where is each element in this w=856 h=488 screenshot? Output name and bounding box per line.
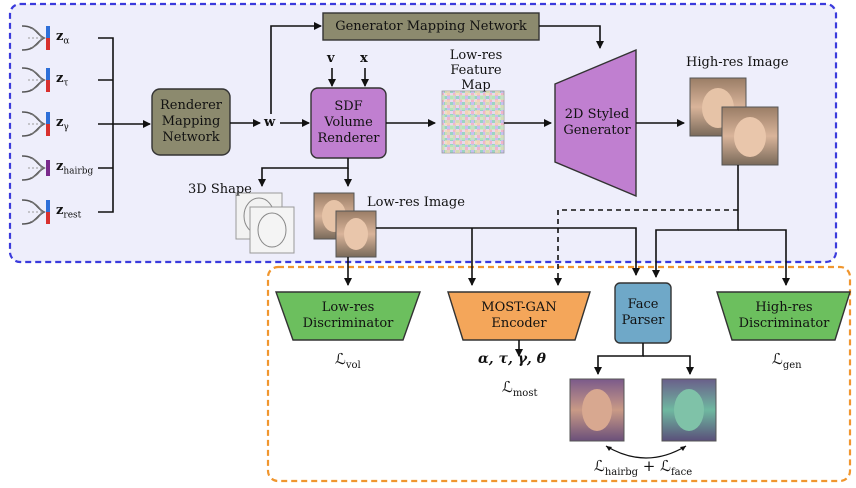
latent-label: zα [56,29,70,47]
loss-vol: ℒvol [335,350,361,372]
latent-label: zτ [56,71,69,89]
latent-distribution-icon [21,25,50,51]
feature-map-label: Low-res Feature Map [449,48,503,93]
v-label: v [327,51,335,66]
w-label: w [264,115,276,130]
low-res-discriminator-shape [275,291,421,341]
3d-shape-label: 3D Shape [188,182,252,197]
latent-distribution-icon [21,111,50,137]
high-res-discriminator-shape [716,291,851,341]
styled-generator-shape [554,48,637,198]
high-res-image-label: High-res Image [686,55,789,70]
latent-label: zhairbg [56,159,94,177]
x-label: x [360,51,368,66]
latent-bracket [98,37,114,213]
consistency-arc [605,445,687,459]
latent-distribution-icon [21,67,50,93]
loss-gen: ℒgen [772,350,802,372]
encoder-label: MOST-GAN Encoder [481,300,557,331]
face-parser-label: Face Parser [621,297,665,328]
latent-distribution-icon [21,155,50,181]
renderer-mapping-network-label: Renderer Mapping Network [160,98,222,145]
low-res-image-label: Low-res Image [367,195,465,210]
loss-most: ℒmost [502,378,538,400]
loss-hairbg-face: ℒhairbg + ℒface [594,457,693,479]
encoder-params: α, τ, γ, θ [478,351,547,367]
high-res-discriminator-label: High-res Discriminator [738,300,830,331]
renderer-mapping-network-box [151,88,231,156]
styled-generator-label: 2D Styled Generator [563,107,631,138]
low-res-discriminator-label: Low-res Discriminator [302,300,394,331]
generator-mapping-network-label: Generator Mapping Network [335,18,527,34]
latent-label: zrest [56,203,82,221]
generator-mapping-network-box [322,12,540,41]
latent-label: zγ [56,115,69,133]
latent-distribution-icon [21,199,50,225]
3d-shape-front [249,206,295,254]
encoder-shape [447,291,591,341]
sdf-volume-renderer-label: SDF Volume Renderer [317,99,380,146]
